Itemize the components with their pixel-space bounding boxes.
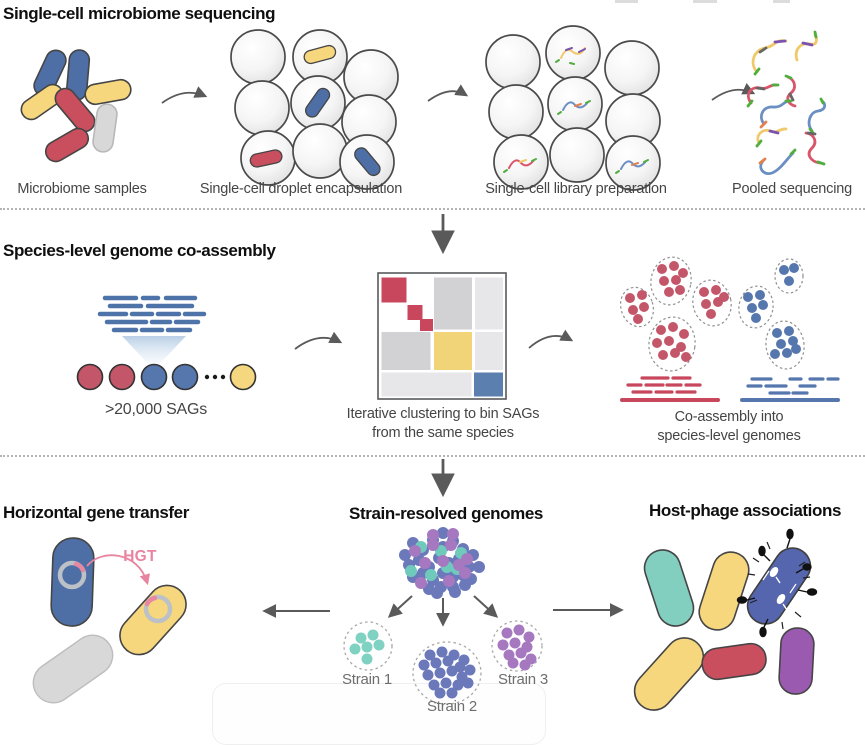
sag-funnel-illustration: [76, 295, 257, 391]
stage-label-library-preparation: Single-cell library preparation: [485, 181, 667, 197]
clustering-matrix-illustration: [377, 272, 507, 400]
stage-label-microbiome-samples: Microbiome samples: [17, 181, 147, 197]
library-preparation-illustration: [485, 25, 661, 191]
strain-2-label: Strain 2: [426, 698, 478, 715]
section-title-hgt: Horizontal gene transfer: [3, 503, 189, 522]
section-title-coassembly: Species-level genome co-assembly: [3, 241, 276, 260]
droplet-encapsulation-illustration: [230, 29, 399, 190]
section-title-host-phage: Host-phage associations: [648, 501, 842, 520]
top-edge-artifacts: [615, 0, 790, 3]
diagram-graphics: [20, 0, 840, 711]
hgt-annotation: HGT: [123, 548, 157, 565]
host-phage-illustration: [633, 528, 818, 711]
clustering-label-line2: from the same species: [372, 425, 514, 441]
clustering-label-line1: Iterative clustering to bin SAGs: [346, 406, 540, 422]
coassembly-label-line1: Co-assembly into: [674, 409, 784, 425]
ellipsis-dots: [204, 374, 226, 380]
stage-label-droplet-encapsulation: Single-cell droplet encapsulation: [199, 181, 403, 197]
phage-infected-cell: [736, 528, 818, 638]
section-title-sequencing: Single-cell microbiome sequencing: [3, 4, 276, 23]
coassembly-clusters-illustration: [619, 256, 840, 402]
hgt-illustration: [32, 537, 187, 704]
section-title-strains: Strain-resolved genomes: [349, 504, 543, 523]
application-arrows: [262, 603, 624, 618]
stage-label-pooled-sequencing: Pooled sequencing: [732, 181, 852, 197]
sag-count-label: >20,000 SAGs: [104, 401, 208, 418]
strain-1-label: Strain 1: [341, 671, 393, 688]
pooled-sequencing-illustration: [746, 30, 826, 176]
section-divider-2: [0, 455, 865, 457]
coassembly-label-line2: species-level genomes: [657, 428, 801, 444]
section-divider-1: [0, 208, 865, 210]
strain-3-label: Strain 3: [497, 671, 549, 688]
microbiome-samples-illustration: [20, 49, 132, 163]
strain-cluster-illustration: [343, 527, 543, 705]
